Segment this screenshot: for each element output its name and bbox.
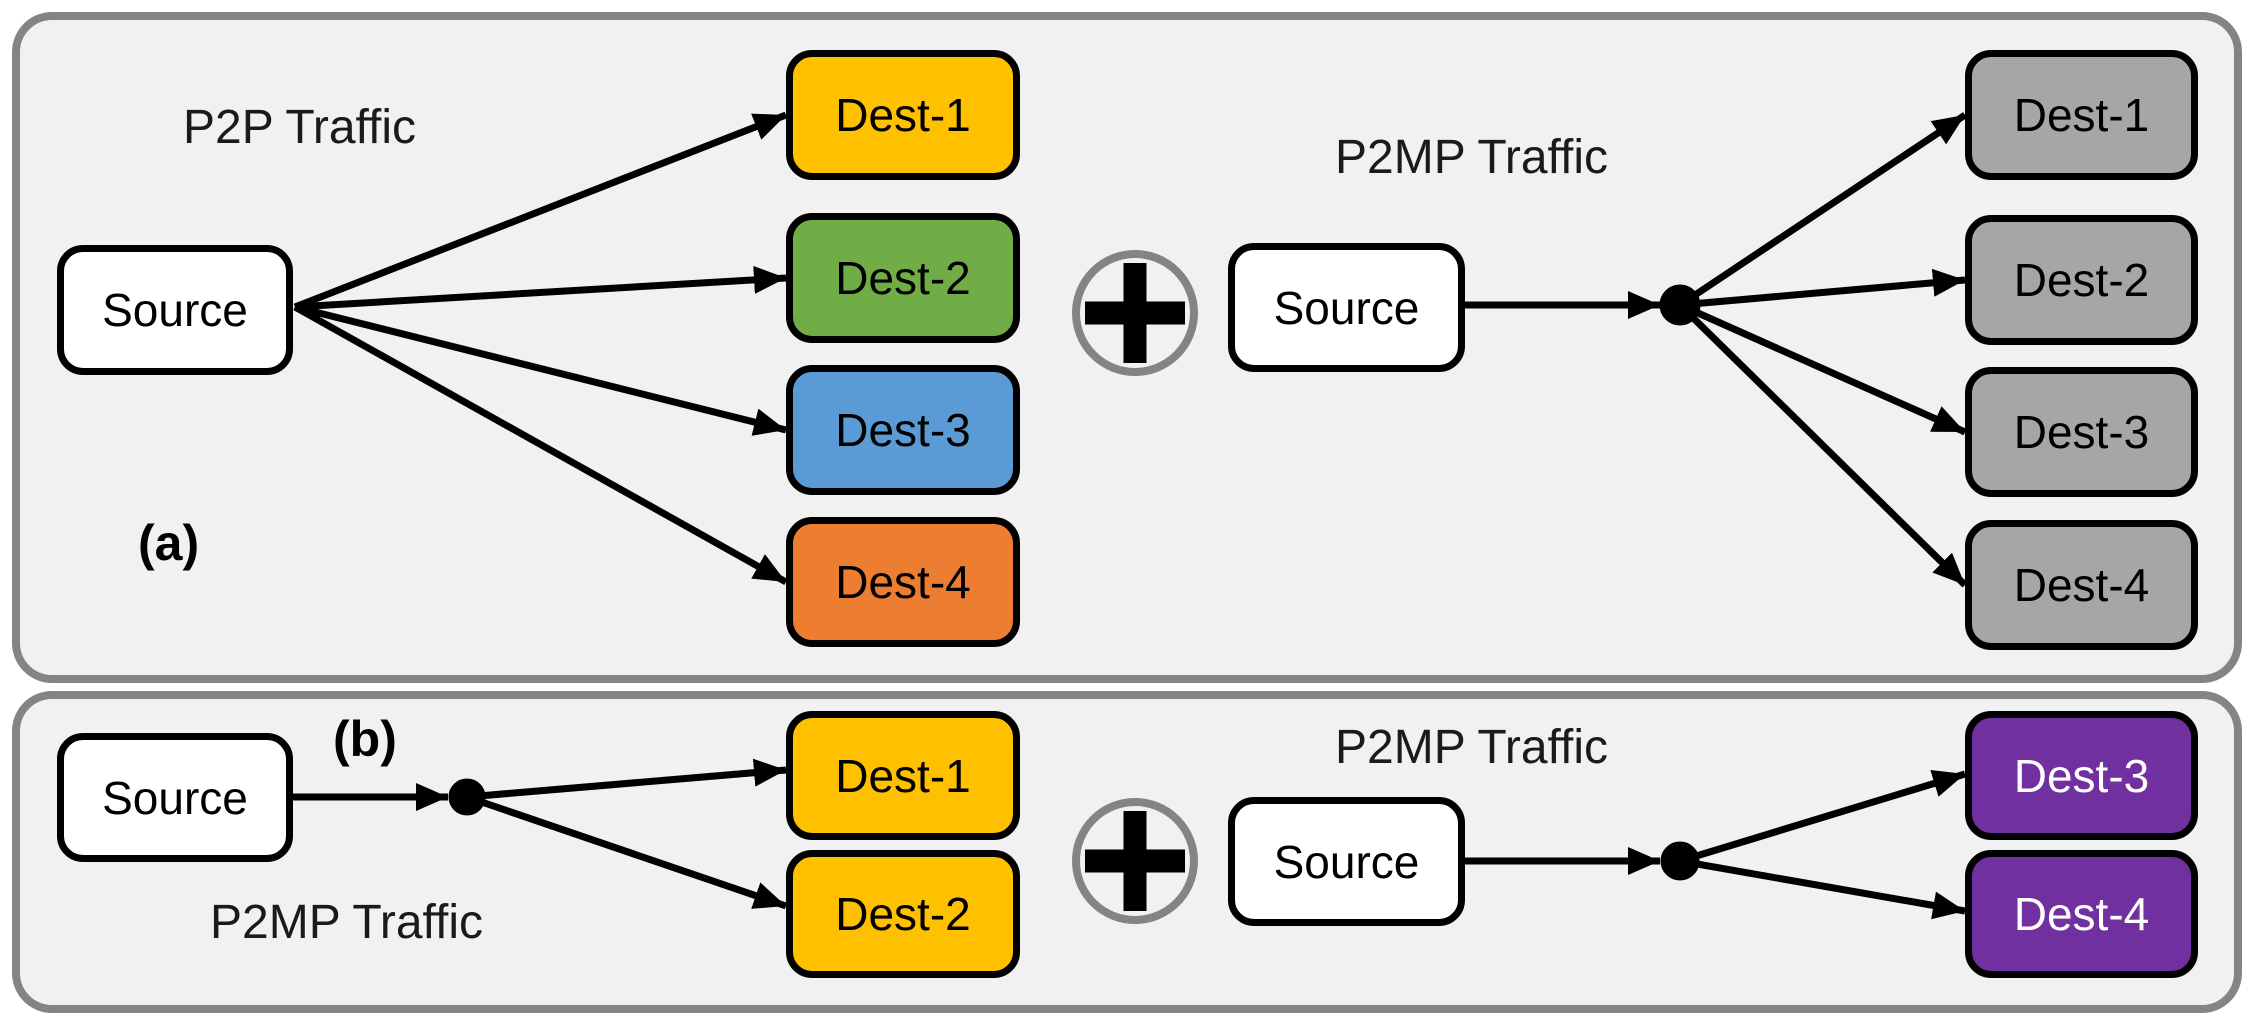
source-node-b-left: Source [57,733,293,862]
p2mp-traffic-title-b-left: P2MP Traffic [210,896,483,949]
caption-a: (a) [138,515,200,571]
source-node-a-p2p: Source [57,245,293,375]
source-node-b-right: Source [1228,797,1465,926]
source-node-a-p2mp: Source [1228,243,1465,372]
dest-node-a-p2mp-2: Dest-2 [1965,215,2198,345]
p2p-traffic-title: P2P Traffic [183,101,417,154]
dest-node-a-p2mp-4: Dest-4 [1965,520,2198,650]
dest-node-a-p2p-1: Dest-1 [786,50,1020,180]
dest-node-b-left-1: Dest-1 [786,711,1020,840]
caption-b: (b) [333,711,397,767]
dest-node-b-left-2: Dest-2 [786,850,1020,978]
plus-bar [1123,811,1147,911]
dest-node-a-p2mp-1: Dest-1 [1965,50,2198,180]
plus-bar [1123,263,1147,363]
dest-node-b-right-4: Dest-4 [1965,850,2198,978]
plus-circle-icon [1072,250,1198,376]
dest-node-a-p2mp-3: Dest-3 [1965,367,2198,497]
plus-circle-icon [1072,798,1198,924]
p2mp-traffic-title-a: P2MP Traffic [1335,131,1608,184]
dest-node-a-p2p-2: Dest-2 [786,213,1020,343]
dest-node-a-p2p-3: Dest-3 [786,365,1020,495]
p2mp-traffic-title-b-right: P2MP Traffic [1335,721,1608,774]
dest-node-b-right-3: Dest-3 [1965,711,2198,840]
dest-node-a-p2p-4: Dest-4 [786,517,1020,647]
